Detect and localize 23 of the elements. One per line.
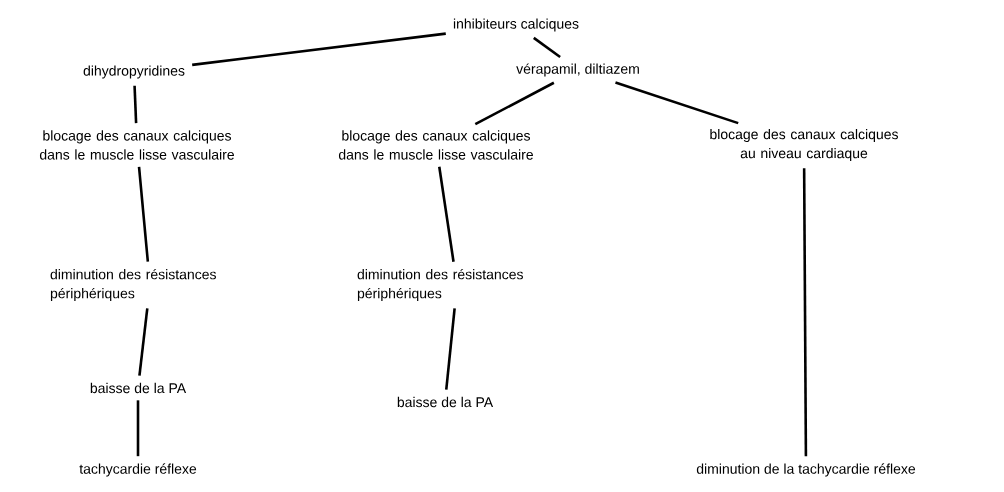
connector-line: [533, 36, 561, 59]
node-text: diminution des résistances périphériques: [357, 268, 523, 302]
node-text: vérapamil, diltiazem: [516, 63, 639, 77]
connector-line: [444, 308, 456, 390]
connector-line: [137, 166, 150, 262]
node-text: baisse de la PA: [397, 396, 494, 408]
connector-line: [192, 32, 446, 67]
connector-line: [615, 81, 739, 125]
connector-line: [133, 85, 138, 124]
connector-line: [138, 308, 149, 376]
connector-line: [136, 400, 140, 457]
node-text: inhibiteurs calciques: [453, 18, 579, 32]
node-text: dihydropyridines: [83, 65, 185, 79]
connector-line: [438, 166, 455, 262]
node-text: blocage des canaux calciques dans le muscle lisse vasculaire: [39, 130, 234, 160]
node-text: diminution des résistances périphériques: [50, 268, 216, 302]
node-text: diminution de la tachycardie réflexe: [696, 463, 916, 477]
connector-line: [474, 81, 555, 126]
node-text: blocage des canaux calciques dans le muscle lisse vasculaire: [338, 130, 533, 160]
node-text: tachycardie réflexe: [79, 463, 197, 477]
connector-line: [802, 168, 808, 457]
node-text: blocage des canaux calciques au niveau cardiaque: [710, 128, 898, 161]
node-text: baisse de la PA: [90, 382, 187, 394]
